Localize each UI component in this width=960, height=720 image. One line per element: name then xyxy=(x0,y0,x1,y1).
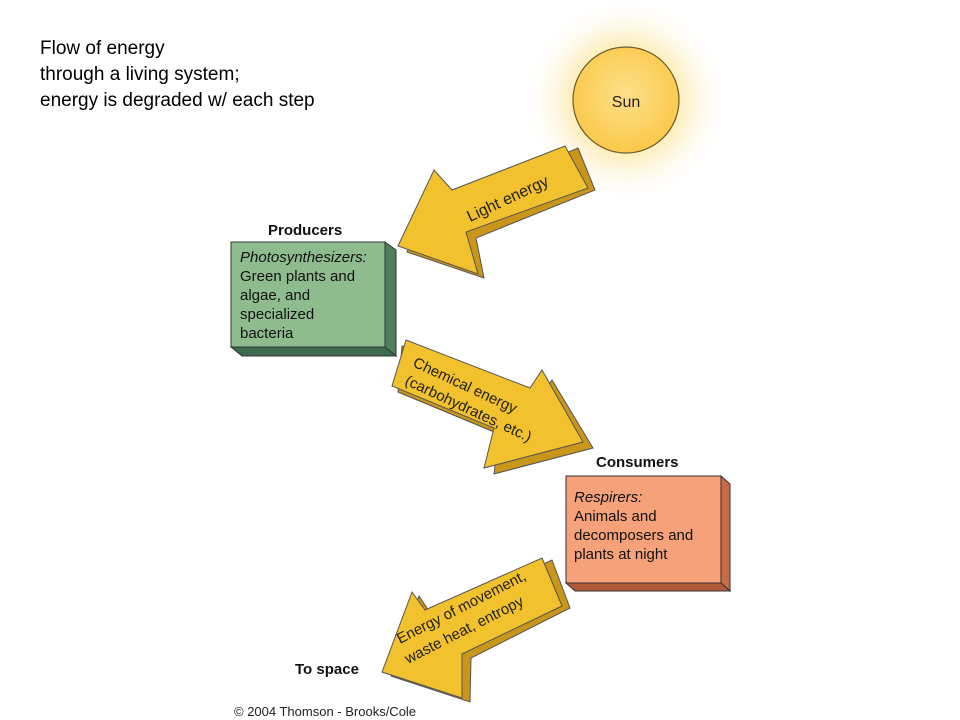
consumers-box-right-side xyxy=(720,474,731,593)
consumers-box: Respirers: Animals and decomposers and p… xyxy=(564,474,732,593)
consumers-line: plants at night xyxy=(574,546,668,563)
copyright-text: © 2004 Thomson - Brooks/Cole xyxy=(234,704,416,719)
consumers-box-face xyxy=(565,475,722,584)
sun-core xyxy=(572,46,680,154)
producers-line: algae, and xyxy=(240,287,310,304)
producers-title: Photosynthesizers: xyxy=(240,249,367,266)
sun-label: Sun xyxy=(612,94,640,111)
producers-line: specialized xyxy=(240,306,314,323)
movement-energy-arrow: Energy of movement, waste heat, entropy xyxy=(381,557,571,703)
producers-box: Photosynthesizers: Green plants and alga… xyxy=(229,241,398,358)
chemical-energy-arrow: Chemical energy (carbohydrates, etc.) xyxy=(391,339,594,475)
chemical-arrow-body xyxy=(391,339,584,469)
to-space-label: To space xyxy=(295,661,359,678)
producers-box-right-side xyxy=(384,241,397,358)
consumers-line: Animals and xyxy=(574,508,657,525)
consumers-line: decomposers and xyxy=(574,527,693,544)
caption: Flow of energy through a living system; … xyxy=(40,36,315,114)
producers-heading: Producers xyxy=(268,222,342,239)
movement-arrow-body xyxy=(381,557,563,699)
consumers-title: Respirers: xyxy=(574,489,642,506)
consumers-heading: Consumers xyxy=(596,454,679,471)
producers-box-bottom-side xyxy=(229,346,398,357)
caption-line-2: through a living system; xyxy=(40,64,240,85)
producers-line: bacteria xyxy=(240,325,294,342)
light-arrow-body xyxy=(397,145,589,275)
consumers-box-bottom-side xyxy=(564,582,732,592)
caption-line-3: energy is degraded w/ each step xyxy=(40,90,315,111)
producers-box-face xyxy=(230,241,386,348)
light-energy-arrow: Light energy xyxy=(397,145,596,279)
producers-line: Green plants and xyxy=(240,268,355,285)
caption-line-1: Flow of energy xyxy=(40,38,165,59)
